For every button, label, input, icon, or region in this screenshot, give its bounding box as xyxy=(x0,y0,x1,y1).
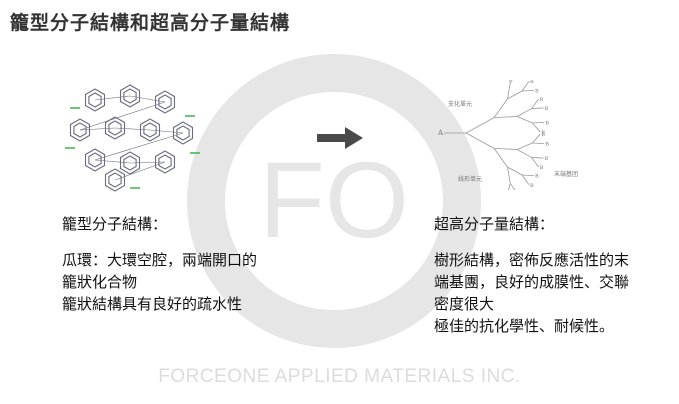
svg-text:B: B xyxy=(545,120,549,126)
watermark-logo: FO xyxy=(187,54,481,348)
cage-line: 籠狀結構具有良好的疏水性 xyxy=(62,295,243,313)
diagram-root-label: A xyxy=(437,129,444,137)
cage-molecule-image xyxy=(65,84,200,192)
svg-text:B: B xyxy=(535,88,539,94)
svg-text:B: B xyxy=(541,130,545,136)
svg-text:B: B xyxy=(535,174,539,180)
dendrimer-line: 端基團，良好的成膜性、交聯 xyxy=(434,273,630,291)
cage-line: 瓜環：大環空腔，兩端開口的 xyxy=(62,251,258,269)
cage-heading: 籠型分子結構： xyxy=(62,215,168,233)
svg-text:B: B xyxy=(541,132,545,138)
cage-line: 籠狀化合物 xyxy=(62,273,138,291)
svg-text:B: B xyxy=(530,80,534,85)
diagram-end-label: 末端基团 xyxy=(554,170,578,178)
dendrimer-line: 樹形結構，密佈反應活性的末 xyxy=(434,251,630,269)
dendrimer-line: 極佳的抗化學性、耐候性。 xyxy=(434,317,615,335)
dendrimer-structure-description: 超高分子量結構： 樹形結構，密佈反應活性的末 端基團，良好的成膜性、交聯 密度很… xyxy=(434,213,674,337)
cage-structure-description: 籠型分子結構： 瓜環：大環空腔，兩端開口的 籠狀化合物 籠狀結構具有良好的疏水性 xyxy=(62,213,352,315)
dendrimer-line: 密度很大 xyxy=(434,295,495,313)
svg-text:B: B xyxy=(545,156,549,162)
watermark-logo-text: FO xyxy=(259,139,409,260)
svg-text:B: B xyxy=(540,97,544,103)
page-title: 籠型分子結構和超高分子量結構 xyxy=(10,12,291,34)
svg-text:B: B xyxy=(545,106,549,112)
diagram-bottom-label: 线形单元 xyxy=(458,175,482,183)
svg-text:B: B xyxy=(545,142,549,148)
arrow-right-icon xyxy=(317,127,363,149)
svg-text:B: B xyxy=(540,165,544,171)
dendrimer-diagram: A 支化單元 线形单元 末端基团 BBBBBBBBBBBBBBBB xyxy=(437,80,578,190)
watermark-company: FORCEONE APPLIED MATERIALS INC. xyxy=(158,366,521,387)
diagram-top-label: 支化單元 xyxy=(448,100,472,108)
dendrimer-heading: 超高分子量結構： xyxy=(434,215,555,233)
svg-text:B: B xyxy=(530,183,534,189)
